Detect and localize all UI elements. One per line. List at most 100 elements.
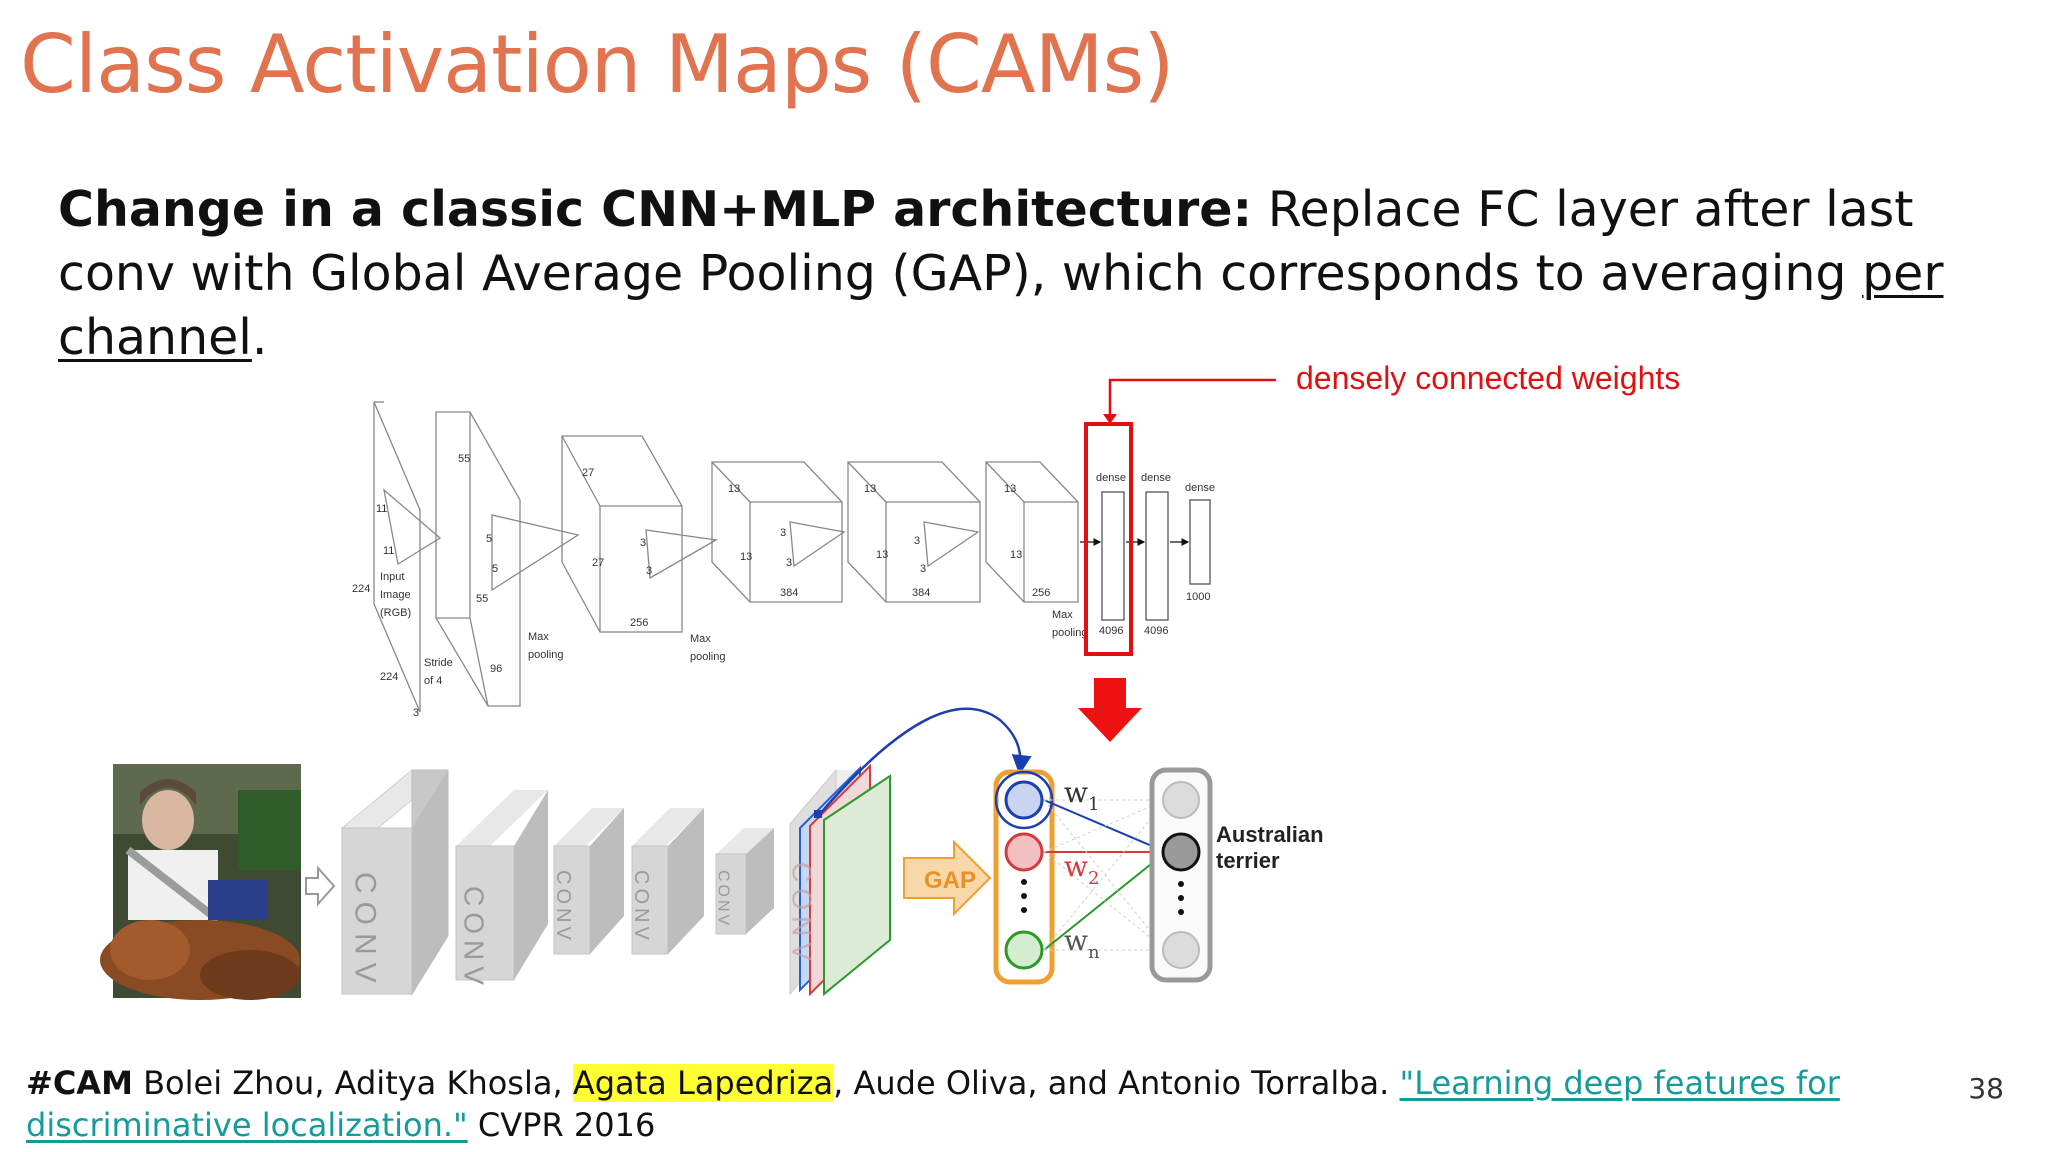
citation: #CAM Bolei Zhou, Aditya Khosla, Agata La… (26, 1062, 1966, 1146)
output-node-column (1149, 767, 1213, 983)
label-384-b: 384 (912, 587, 930, 599)
gap-node-n (1004, 930, 1044, 970)
body-bold-lead: Change in a classic CNN+MLP architecture… (58, 181, 1253, 238)
page-number: 38 (1968, 1072, 2004, 1105)
input-image-slab (373, 401, 421, 713)
label-input-1: Input (380, 571, 404, 583)
citation-tag: #CAM (26, 1064, 133, 1102)
dense-weights-annotation: densely connected weights (1078, 360, 1680, 742)
label-13-a: 13 (728, 483, 740, 495)
dense-layer-1 (1101, 491, 1125, 621)
cam-conv-label-2: CONV (459, 886, 490, 991)
body-underlined-phrase: per channel (58, 245, 1944, 366)
feature-map-green (823, 774, 891, 997)
label-96: 96 (490, 663, 502, 675)
citation-venue: CVPR 2016 (467, 1106, 656, 1144)
weight-label-w2: w2 (1064, 850, 1099, 889)
cam-conv-label-3: CONV (552, 870, 574, 944)
input-kernel (383, 488, 442, 566)
weight-connections (1043, 799, 1167, 951)
label-4096-b: 4096 (1144, 625, 1168, 637)
gap-node-2 (1004, 832, 1044, 872)
label-224-a: 224 (352, 583, 370, 595)
cam-conv-block-5: CONV (715, 828, 774, 935)
weight-label-wn: wn (1064, 924, 1100, 963)
label-11-a: 11 (376, 503, 387, 515)
label-dense-1: dense (1096, 472, 1126, 484)
gap-label: GAP (924, 867, 976, 894)
label-13-e: 13 (1004, 483, 1016, 495)
gap-node-column (993, 769, 1055, 985)
label-384-a: 384 (780, 587, 798, 599)
label-11-b: 11 (383, 545, 394, 557)
conv3-block (711, 461, 846, 603)
label-5-a: 5 (486, 533, 492, 545)
label-stride-1: Stride (424, 657, 453, 669)
cam-conv-block-3: CONV (552, 808, 624, 955)
body-text-part-2: . (251, 309, 268, 366)
conv2-block (561, 435, 718, 633)
red-down-arrow-icon (1078, 678, 1142, 742)
label-256-b: 256 (1032, 587, 1050, 599)
cam-conv-block-1: CONV (340, 769, 450, 996)
cam-conv-blocks: CONV CONV CONV CONV CONV (340, 763, 891, 997)
annotation-label: densely connected weights (1296, 360, 1680, 396)
gap-arrow: GAP (903, 839, 992, 917)
slide-title: Class Activation Maps (CAMs) (20, 18, 1174, 111)
citation-authors-b: , Aude Oliva, and Antonio Torralba. (833, 1064, 1400, 1102)
dense-layer-2 (1145, 491, 1169, 621)
label-dense-2: dense (1141, 472, 1171, 484)
label-maxpool-2a: Max (690, 633, 711, 645)
label-5-b: 5 (492, 563, 498, 575)
dense-highlight-box (1084, 422, 1133, 656)
label-3-b: 3 (646, 565, 652, 577)
label-55-a: 55 (458, 453, 470, 465)
label-maxpool-1b: pooling (528, 649, 563, 661)
label-1000: 1000 (1186, 591, 1210, 603)
label-maxpool-1a: Max (528, 631, 549, 643)
label-13-c: 13 (864, 483, 876, 495)
label-55-b: 55 (476, 593, 488, 605)
label-27-b: 27 (592, 557, 604, 569)
label-input-2: Image (380, 589, 411, 601)
label-maxpool-2b: pooling (690, 651, 725, 663)
label-3-c: 3 (780, 527, 786, 539)
label-dense-3: dense (1185, 482, 1215, 494)
label-input-3: (RGB) (380, 607, 411, 619)
body-text-part-1: Replace FC layer after last conv with Gl… (58, 181, 1914, 302)
slide-body-text: Change in a classic CNN+MLP architecture… (58, 178, 2018, 370)
cam-conv-label-1: CONV (349, 872, 382, 991)
label-27-a: 27 (582, 467, 594, 479)
label-stride-2: of 4 (424, 675, 442, 687)
label-maxpool-3b: pooling (1052, 627, 1087, 639)
label-maxpool-3a: Max (1052, 609, 1073, 621)
gap-node-1 (1004, 780, 1044, 820)
output-label-line-1: Australian (1216, 822, 1324, 847)
input-photo (100, 764, 301, 1000)
cam-conv-label-4: CONV (630, 870, 652, 944)
label-4096-a: 4096 (1099, 625, 1123, 637)
label-3-e: 3 (914, 535, 920, 547)
label-3-a: 3 (640, 537, 646, 549)
label-224-b: 224 (380, 671, 398, 683)
output-label-line-2: terrier (1216, 848, 1280, 873)
cam-conv-label-5: CONV (715, 870, 732, 928)
alexnet-diagram (373, 401, 1211, 713)
label-13-d: 13 (876, 549, 888, 561)
conv5-block (985, 461, 1079, 603)
input-arrow-icon (305, 865, 336, 907)
label-3: 3 (413, 707, 419, 719)
conv1-block (435, 411, 580, 707)
citation-authors-a: Bolei Zhou, Aditya Khosla, (132, 1064, 573, 1102)
alexnet-labels: 224 224 3 11 11 Input Image (RGB) Stride… (352, 453, 1215, 719)
citation-highlighted-author: Agata Lapedriza (572, 1064, 834, 1102)
cam-conv-block-4: CONV (630, 808, 704, 955)
output-node-active (1161, 832, 1201, 872)
cam-conv-label-6: CONV (787, 862, 818, 967)
curved-arrow-icon (819, 707, 1032, 815)
feature-map-stack: CONV (787, 763, 891, 997)
dense-layer-3 (1189, 499, 1211, 585)
weight-labels: w1 w2 wn (1064, 776, 1100, 963)
paper-link[interactable]: "Learning deep features for discriminati… (26, 1064, 1840, 1144)
